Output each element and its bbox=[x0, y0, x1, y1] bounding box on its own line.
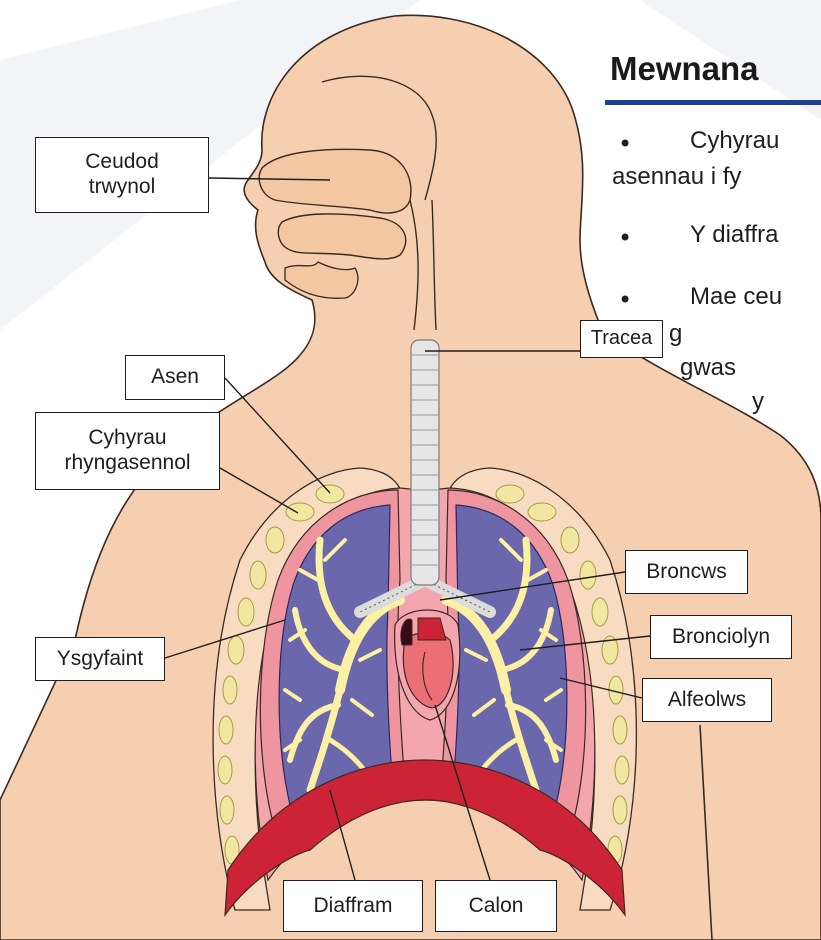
heading-underline bbox=[605, 100, 821, 105]
label-alfeolws: Alfeolws bbox=[642, 678, 772, 722]
bullet-2: • bbox=[618, 224, 632, 252]
paragraph-line-2: asennau i fy bbox=[612, 163, 741, 191]
paragraph-line-6: gwas bbox=[680, 354, 736, 382]
section-heading: Mewnana bbox=[610, 50, 759, 88]
paragraph-line-3: Y diaffra bbox=[690, 221, 779, 249]
label-bronciolyn: Bronciolyn bbox=[650, 615, 792, 659]
label-diaffram: Diaffram bbox=[283, 880, 423, 932]
label-ysgyfaint: Ysgyfaint bbox=[35, 637, 165, 681]
label-asen: Asen bbox=[125, 355, 225, 400]
mouth-cavity bbox=[278, 214, 405, 259]
label-broncws: Broncws bbox=[625, 550, 748, 594]
paragraph-line-4: Mae ceu bbox=[690, 283, 782, 311]
bullet-1: • bbox=[618, 130, 632, 158]
label-tracea: Tracea bbox=[580, 320, 663, 358]
paragraph-line-1: Cyhyrau bbox=[690, 127, 779, 155]
paragraph-line-7: y bbox=[752, 388, 764, 416]
label-calon: Calon bbox=[435, 880, 557, 932]
trachea bbox=[411, 340, 439, 585]
bullet-3: • bbox=[618, 286, 632, 314]
